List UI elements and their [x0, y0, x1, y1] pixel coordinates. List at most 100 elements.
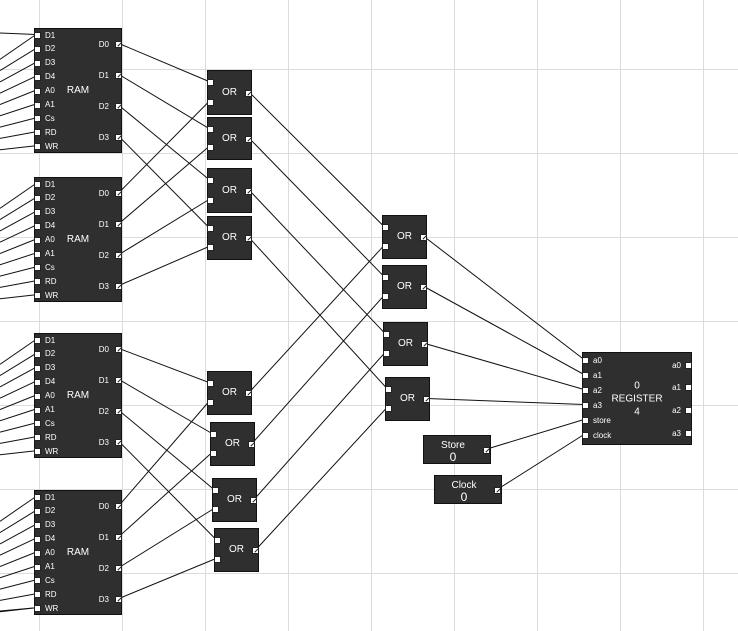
or-gate-c2[interactable]: OR [382, 265, 427, 309]
register-input-port[interactable] [582, 432, 589, 439]
or-output-port[interactable] [245, 390, 252, 397]
or-input-port[interactable] [385, 386, 392, 393]
register-output-port[interactable] [685, 407, 692, 414]
ram-output-port[interactable] [115, 565, 122, 572]
ram-input-port[interactable] [34, 250, 41, 258]
ram-output-port[interactable] [115, 221, 122, 228]
or-input-port[interactable] [385, 405, 392, 412]
or-input-port[interactable] [207, 99, 214, 106]
ram-output-port[interactable] [115, 346, 122, 353]
ram-input-port[interactable] [34, 434, 41, 442]
or-input-port[interactable] [207, 225, 214, 232]
ram-input-port[interactable] [34, 115, 41, 123]
ram-input-port[interactable] [34, 350, 41, 358]
or-input-port[interactable] [210, 431, 217, 438]
or-input-port[interactable] [207, 79, 214, 86]
or-gate-b3[interactable]: OR [212, 478, 257, 522]
or-output-port[interactable] [245, 187, 252, 195]
or-input-port[interactable] [207, 177, 214, 184]
register-output-port[interactable] [685, 430, 692, 437]
or-input-port[interactable] [382, 224, 389, 231]
or-gate-a2[interactable]: OR [207, 117, 252, 160]
ram-input-port[interactable] [34, 208, 41, 216]
ram-input-port[interactable] [34, 59, 41, 67]
ram-input-port[interactable] [34, 87, 41, 95]
ram-input-port[interactable] [34, 420, 41, 428]
ram-input-port[interactable] [34, 278, 41, 286]
ram-output-port[interactable] [115, 190, 122, 197]
or-output-port[interactable] [420, 234, 427, 241]
or-input-port[interactable] [382, 293, 389, 300]
ram-output-port[interactable] [115, 134, 122, 141]
or-gate-a4[interactable]: OR [207, 216, 252, 260]
ram-input-port[interactable] [34, 194, 41, 202]
store-input[interactable]: Store 0 [423, 435, 491, 464]
or-input-port[interactable] [214, 556, 221, 563]
or-output-port[interactable] [252, 547, 259, 554]
or-input-port[interactable] [207, 197, 214, 204]
register-output-port[interactable] [685, 384, 692, 391]
ram-input-port[interactable] [34, 392, 41, 400]
or-output-port[interactable] [423, 396, 430, 403]
or-gate-c3[interactable]: OR [383, 322, 428, 366]
ram-input-port[interactable] [34, 605, 41, 613]
ram-output-port[interactable] [115, 72, 122, 79]
ram-input-port[interactable] [34, 549, 41, 557]
or-gate-a1[interactable]: OR [207, 70, 252, 115]
ram-output-port[interactable] [115, 103, 122, 110]
ram-input-port[interactable] [34, 563, 41, 571]
ram-output-port[interactable] [115, 408, 122, 415]
clock-output-port[interactable] [494, 486, 501, 494]
or-gate-c4[interactable]: OR [385, 377, 430, 421]
ram-input-port[interactable] [34, 236, 41, 244]
or-input-port[interactable] [207, 380, 214, 387]
ram-input-port[interactable] [34, 73, 41, 81]
register-input-port[interactable] [582, 417, 589, 424]
register-input-port[interactable] [582, 372, 589, 379]
ram-input-port[interactable] [34, 364, 41, 372]
or-output-port[interactable] [421, 341, 428, 348]
or-gate-b2[interactable]: OR [210, 422, 255, 466]
or-gate-c1[interactable]: OR [382, 215, 427, 259]
ram-input-port[interactable] [34, 45, 41, 53]
register-output-port[interactable] [685, 362, 692, 369]
ram-output-port[interactable] [115, 41, 122, 48]
ram-input-port[interactable] [34, 535, 41, 543]
ram-input-port[interactable] [34, 406, 41, 414]
or-input-port[interactable] [212, 506, 219, 513]
or-input-port[interactable] [383, 331, 390, 338]
ram-input-port[interactable] [34, 129, 41, 137]
ram-output-port[interactable] [115, 596, 122, 603]
ram-input-port[interactable] [34, 448, 41, 456]
ram-output-port[interactable] [115, 283, 122, 290]
ram-input-port[interactable] [34, 521, 41, 529]
ram-input-port[interactable] [34, 181, 41, 188]
register-input-port[interactable] [582, 402, 589, 409]
ram-output-port[interactable] [115, 252, 122, 259]
register-input-port[interactable] [582, 357, 589, 364]
or-output-port[interactable] [248, 441, 255, 448]
ram-input-port[interactable] [34, 507, 41, 515]
or-input-port[interactable] [207, 244, 214, 251]
ram-input-port[interactable] [34, 591, 41, 599]
or-output-port[interactable] [420, 284, 427, 291]
or-input-port[interactable] [207, 126, 214, 133]
ram-output-port[interactable] [115, 377, 122, 384]
or-output-port[interactable] [250, 497, 257, 504]
or-input-port[interactable] [212, 487, 219, 494]
or-input-port[interactable] [214, 537, 221, 544]
ram-input-port[interactable] [34, 222, 41, 230]
ram-output-port[interactable] [115, 534, 122, 541]
or-output-port[interactable] [245, 89, 252, 97]
store-output-port[interactable] [483, 446, 490, 454]
ram-input-port[interactable] [34, 32, 41, 39]
ram-input-port[interactable] [34, 577, 41, 585]
or-output-port[interactable] [245, 235, 252, 242]
ram-input-port[interactable] [34, 143, 41, 151]
or-input-port[interactable] [383, 350, 390, 357]
ram-input-port[interactable] [34, 337, 41, 344]
or-input-port[interactable] [210, 450, 217, 457]
